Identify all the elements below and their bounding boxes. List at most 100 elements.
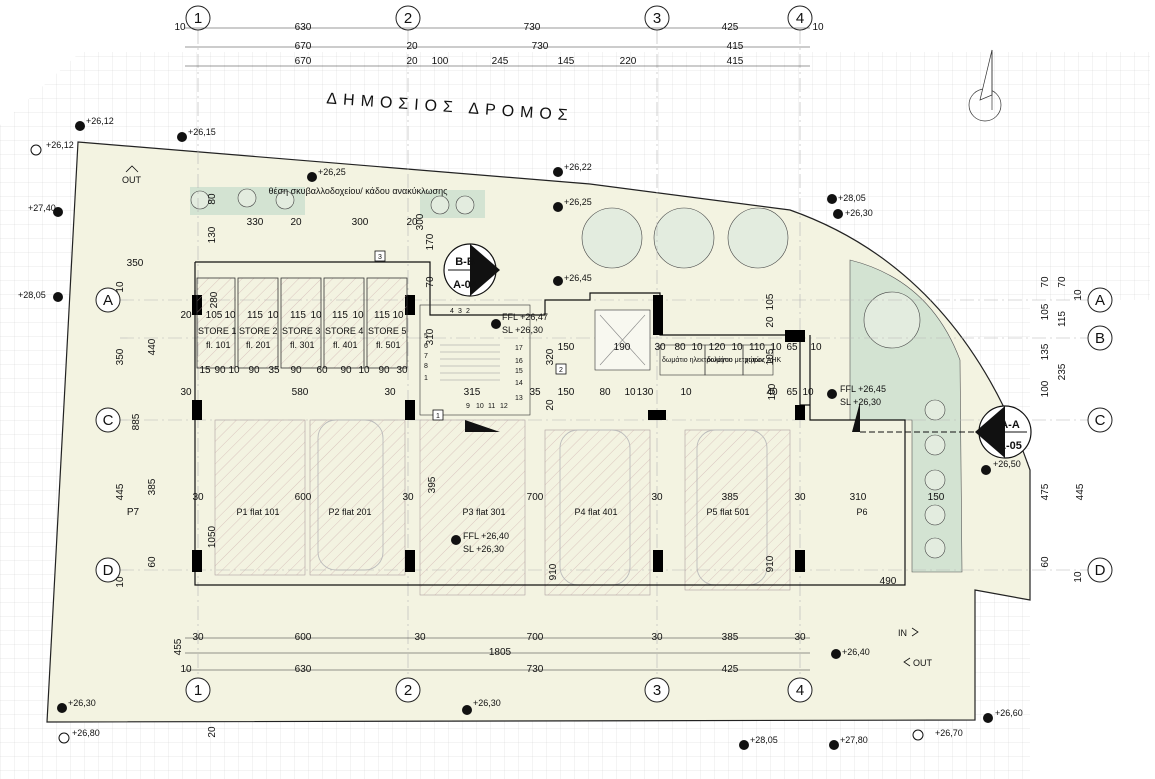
level-18-text: +27,80 bbox=[840, 735, 868, 745]
store-2-flat: fl. 201 bbox=[246, 340, 271, 350]
level-marker-7: +27,40 bbox=[28, 203, 63, 217]
bin-dimensions: 330 20 300 20 300 bbox=[247, 213, 426, 230]
sl-3: SL +26,30 bbox=[463, 544, 504, 554]
stair-block bbox=[419, 304, 531, 416]
column-1d bbox=[192, 550, 202, 572]
store-dim-top-2: 115 bbox=[247, 310, 263, 321]
stair-num-1: 1 bbox=[424, 375, 428, 382]
mid-dim-12: 10 bbox=[802, 387, 814, 398]
level-6-text: +26,25 bbox=[564, 197, 592, 207]
shrub-1 bbox=[190, 190, 210, 210]
store-5-flat: fl. 501 bbox=[376, 340, 401, 350]
core-dim-11: 105 bbox=[765, 293, 776, 310]
top-dim-r3-6: 415 bbox=[727, 56, 744, 67]
stair-num-15: 15 bbox=[515, 368, 523, 375]
bin-dim-1: 20 bbox=[290, 217, 302, 228]
car-1 bbox=[317, 419, 384, 571]
top-dim-r2-3: 415 bbox=[727, 41, 744, 52]
shrub-7 bbox=[924, 434, 946, 456]
grid-bubble-2-top bbox=[395, 5, 421, 31]
column-2d bbox=[405, 550, 415, 572]
parking-label-4: P4 flat 401 bbox=[574, 507, 617, 517]
parking-bay-2 bbox=[309, 419, 406, 576]
mid-dim-17: 320 bbox=[545, 348, 556, 365]
store-3 bbox=[280, 277, 322, 369]
bin-dim-0: 330 bbox=[247, 217, 264, 228]
parking-dim-6: 30 bbox=[794, 492, 806, 503]
left-dimensions: 350 10 20 350 440 885 445 385 P7 60 10 1… bbox=[115, 193, 218, 655]
grid-bubble-4-top bbox=[787, 5, 813, 31]
bottom-dim-r1-6: 30 bbox=[794, 632, 806, 643]
top-dim-r1-2: 730 bbox=[524, 22, 541, 33]
bottom-dim-r2-0: 10 bbox=[180, 664, 192, 675]
section-marker-aa: A-A A-05 bbox=[975, 405, 1032, 459]
stair-num-13: 13 bbox=[515, 395, 523, 402]
parking-hatches bbox=[214, 419, 791, 596]
store-1-flat: fl. 101 bbox=[206, 340, 231, 350]
grid-label-4-bottom: 4 bbox=[796, 682, 804, 699]
grid-label-c-left: C bbox=[103, 412, 114, 429]
grid-bubble-2-bottom bbox=[395, 677, 421, 703]
tree-3 bbox=[727, 207, 789, 269]
stair-num-16: 16 bbox=[515, 358, 523, 365]
mid-dim-9: 10 bbox=[680, 387, 692, 398]
top-dim-r2-2: 730 bbox=[532, 41, 549, 52]
mid-dimensions: 30 30 315 35 150 80 10 130 100 10 40 65 … bbox=[384, 233, 814, 410]
grid-label-2-top: 2 bbox=[404, 10, 412, 27]
store-5-name: STORE 5 bbox=[368, 326, 406, 336]
right-dim-b-4: 10 bbox=[1073, 571, 1084, 583]
bottom-dim-r2-1: 630 bbox=[295, 664, 312, 675]
left-dim-9: 60 bbox=[147, 556, 158, 568]
store-dim-top-6: 115 bbox=[332, 310, 348, 321]
core-dim-12: 105 bbox=[765, 348, 776, 365]
core-dimensions: 80 10 120 10 110 10 65 190 150 30 20 105… bbox=[558, 293, 798, 365]
store-dim-bot-5: 90 bbox=[290, 365, 302, 376]
grid-bubble-d-right bbox=[1087, 557, 1113, 583]
parking-label-3: P3 flat 301 bbox=[462, 507, 505, 517]
grid-label-1-bottom: 1 bbox=[194, 682, 202, 699]
store-dim-top-8: 115 bbox=[374, 310, 390, 321]
right-dim-a-0: 70 bbox=[1040, 276, 1051, 288]
parking-dim-3: 700 bbox=[527, 492, 544, 503]
column-3c bbox=[648, 410, 666, 420]
level-3-text: +26,12 bbox=[46, 140, 74, 150]
parking-dimensions: 30 600 30 700 30 385 30 310 150 395 910 … bbox=[192, 476, 1086, 587]
stair-num-2: 2 bbox=[466, 308, 470, 315]
core-dim-4: 110 bbox=[749, 342, 765, 353]
level-marker-19: +26,70 bbox=[912, 728, 963, 741]
level-marker-9: +26,30 bbox=[833, 208, 873, 219]
left-dim-14: 80 bbox=[207, 193, 218, 205]
top-dim-r1-0: 10 bbox=[174, 22, 186, 33]
top-dimensions: 10 630 730 425 10 670 20 730 415 670 20 … bbox=[174, 22, 824, 67]
grid-labels: 1 2 3 4 1 2 3 4 A C D A B C D bbox=[103, 10, 1106, 699]
level-15-text: +26,30 bbox=[473, 698, 501, 708]
level-marker-5: +26,22 bbox=[553, 162, 592, 177]
core-dim-6: 65 bbox=[786, 342, 798, 353]
store-5 bbox=[366, 277, 408, 369]
grid-bubbles bbox=[95, 5, 1113, 703]
store-dim-bot-3: 90 bbox=[248, 365, 260, 376]
level-8-text: +28,05 bbox=[18, 290, 46, 300]
grid-bubble-c-right bbox=[1087, 407, 1113, 433]
parking-label-5: P5 flat 501 bbox=[706, 507, 749, 517]
tag-1: 1 bbox=[436, 413, 440, 420]
grid-label-3-top: 3 bbox=[653, 10, 661, 27]
in-label: IN bbox=[898, 628, 907, 638]
level-19-text: +26,70 bbox=[935, 728, 963, 738]
bottom-dimension-lines bbox=[185, 637, 810, 671]
right-dim-b-0: 70 bbox=[1057, 276, 1068, 288]
sl-2: SL +26,30 bbox=[840, 397, 881, 407]
grid-label-2-bottom: 2 bbox=[404, 682, 412, 699]
left-dim-8: P7 bbox=[127, 507, 140, 518]
level-marker-4: +26,25 bbox=[307, 167, 346, 182]
level-11-text: +26,45 bbox=[564, 273, 592, 283]
grid-label-d-right: D bbox=[1095, 562, 1106, 579]
shrub-5 bbox=[455, 195, 475, 215]
level-2-text: +26,15 bbox=[188, 127, 216, 137]
right-dimensions: 70 105 135 100 475 60 70 115 235 445 10 … bbox=[810, 276, 1084, 583]
section-bb-sheet: A-04 bbox=[453, 279, 478, 291]
section-bb-arrow bbox=[465, 420, 500, 432]
north-arrow-icon bbox=[968, 49, 1002, 122]
right-dim-c-0: 10 bbox=[1073, 289, 1084, 301]
